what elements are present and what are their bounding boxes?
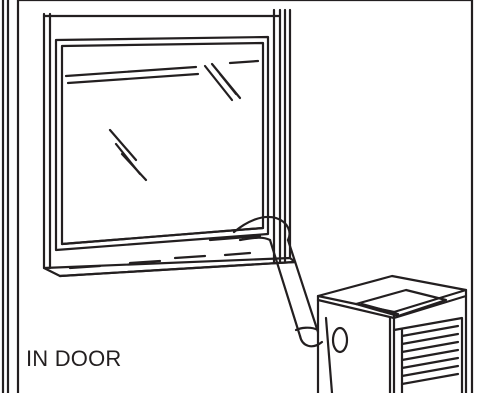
portable-air-conditioner-icon — [316, 274, 468, 395]
exhaust-hose-icon — [232, 215, 324, 348]
glass-pane-icon — [54, 35, 270, 252]
panel-frame-icon — [16, 0, 474, 395]
window-frame-icon — [42, 8, 297, 278]
window-slider-icon — [60, 226, 265, 246]
left-border-icon — [1, 0, 10, 395]
installation-caption: IN DOOR — [26, 346, 122, 371]
